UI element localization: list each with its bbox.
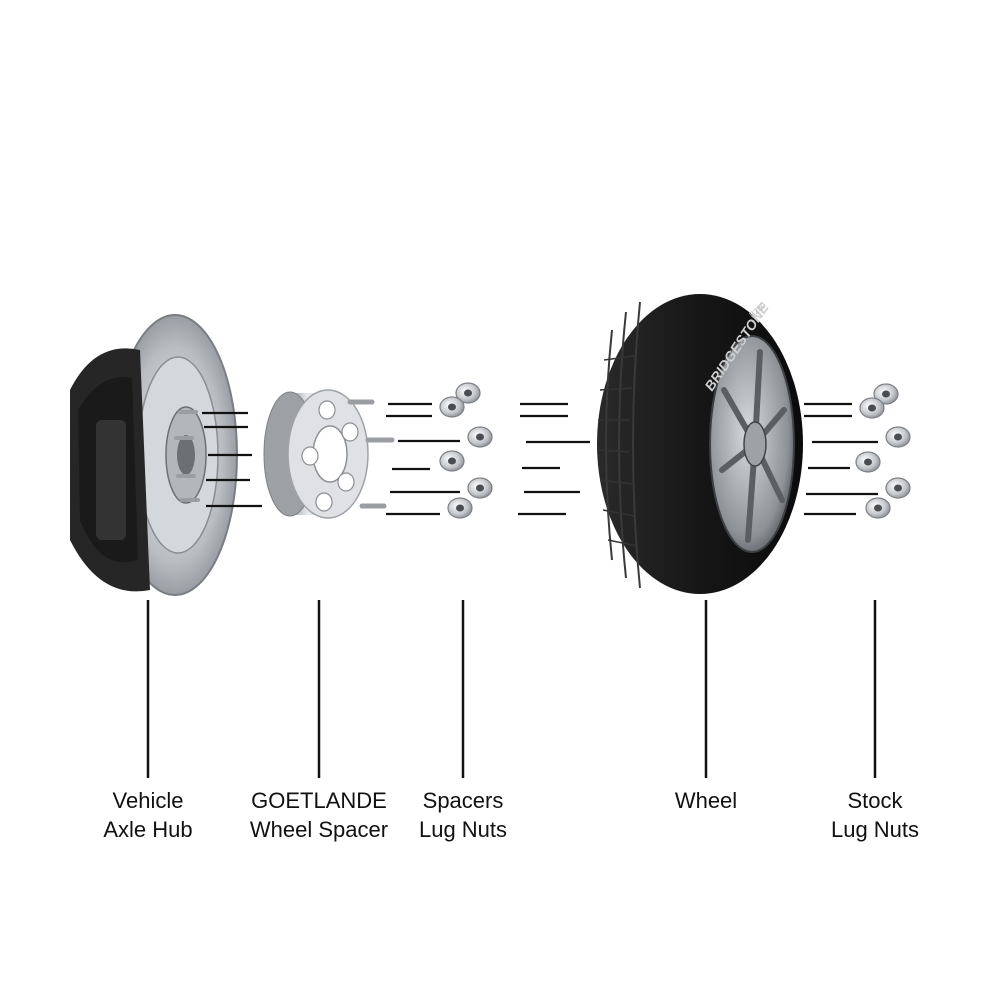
- hub-studs: [174, 410, 200, 502]
- label-stock-lug-nuts-line-1: Stock: [847, 788, 903, 813]
- label-spacer-lug-nuts-line-1: Spacers: [422, 788, 504, 813]
- label-wheel-spacer: GOETLANDE Wheel Spacer: [229, 786, 409, 844]
- label-axle-hub-line-1: Vehicle: [112, 788, 184, 813]
- wheel-illustration: BRIDGESTONE B250: [597, 294, 803, 594]
- axle-hub-illustration: [70, 314, 238, 596]
- label-axle-hub: Vehicle Axle Hub: [68, 786, 228, 844]
- label-stock-lug-nuts-line-2: Lug Nuts: [830, 817, 920, 842]
- stock-lug-nuts-illustration: [855, 383, 911, 519]
- wheel-center-cap: [743, 421, 767, 467]
- label-spacer-lug-nuts-line-2: Lug Nuts: [418, 817, 508, 842]
- label-wheel-spacer-line-1: GOETLANDE: [251, 788, 387, 813]
- label-wheel-line-1: Wheel: [674, 788, 738, 813]
- label-wheel-spacer-line-2: Wheel Spacer: [249, 817, 389, 842]
- label-stock-lug-nuts: Stock Lug Nuts: [800, 786, 950, 844]
- spacer-studs: [347, 399, 395, 509]
- alignment-lines: [202, 402, 878, 516]
- tire-tread-blocks: [597, 355, 638, 547]
- label-wheel: Wheel: [646, 786, 766, 815]
- wheel-spacer-illustration: [263, 389, 395, 519]
- label-axle-hub-line-2: Axle Hub: [103, 817, 193, 842]
- spacer-lug-nuts-illustration: [439, 382, 493, 519]
- label-spacer-lug-nuts: Spacers Lug Nuts: [388, 786, 538, 844]
- leader-lines: [146, 600, 877, 778]
